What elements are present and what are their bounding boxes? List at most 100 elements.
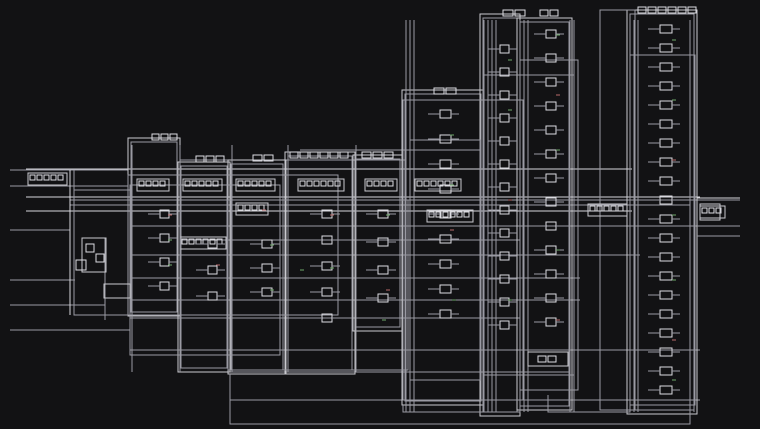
gate-cell: [660, 215, 672, 223]
cluster-cell: [307, 181, 312, 186]
feedback-wire: [130, 316, 180, 372]
header-cell: [206, 156, 214, 162]
gate-cell: [546, 54, 556, 62]
header-cell: [290, 152, 298, 158]
cluster-cell: [702, 208, 707, 213]
cluster-cell: [259, 205, 264, 210]
gate-cell: [500, 298, 509, 306]
cluster-cell: [328, 181, 333, 186]
gate-cell: [500, 229, 509, 237]
gate-cell: [160, 234, 169, 242]
cluster-cell: [424, 181, 429, 186]
cluster-cell: [300, 181, 305, 186]
cluster-cell: [417, 181, 422, 186]
gate-cell: [660, 177, 672, 185]
cluster-cell: [30, 175, 35, 180]
gate-cell: [500, 137, 509, 145]
header-cell: [310, 152, 318, 158]
header-cell: [320, 152, 328, 158]
module-inner-frame: [630, 14, 694, 410]
cluster-cell: [367, 181, 372, 186]
cluster-cell: [37, 175, 42, 180]
header-cell: [161, 134, 168, 140]
group-frame: [128, 175, 338, 315]
gate-cell: [262, 240, 272, 248]
gate-cell: [440, 260, 451, 268]
module-frame: [517, 18, 572, 410]
cluster-cell: [252, 205, 257, 210]
gate-cell: [500, 252, 509, 260]
gate-cell: [440, 110, 451, 118]
cluster-cell: [374, 181, 379, 186]
gate-cell: [500, 91, 509, 99]
group-frame: [630, 55, 695, 405]
cluster-cell: [51, 175, 56, 180]
gate-cell: [440, 310, 451, 318]
gate-cell: [378, 294, 388, 302]
header-cell: [446, 88, 456, 94]
feedback-wire: [230, 374, 690, 424]
module-inner-frame: [231, 164, 283, 370]
cluster-cell: [464, 212, 469, 217]
gate-cell: [440, 235, 451, 243]
cluster-cell: [388, 181, 393, 186]
gate-cell: [500, 183, 509, 191]
header-cell: [434, 88, 444, 94]
gate-cell: [546, 78, 556, 86]
feedback-wire: [548, 390, 630, 412]
gate-cell: [500, 206, 509, 214]
mux-cell: [96, 254, 104, 262]
gate-cell: [322, 288, 332, 296]
gate-cell: [262, 288, 272, 296]
gate-cell: [660, 272, 672, 280]
gate-cell: [660, 120, 672, 128]
gate-cell: [660, 82, 672, 90]
gate-cell: [546, 246, 556, 254]
cluster-cell: [245, 205, 250, 210]
header-cell: [550, 10, 558, 16]
cluster-cell: [604, 206, 609, 211]
gate-cell: [208, 266, 217, 274]
cluster-cell: [381, 181, 386, 186]
gate-cell: [546, 150, 556, 158]
gate-cell: [660, 139, 672, 147]
gate-cell: [660, 253, 672, 261]
gate-cell: [660, 101, 672, 109]
module-frame: [228, 160, 286, 374]
gate-cell: [660, 348, 672, 356]
gate-cell: [660, 329, 672, 337]
gate-cell: [546, 126, 556, 134]
mux-block: [104, 284, 130, 298]
cluster-cell: [314, 181, 319, 186]
cluster-cell: [58, 175, 63, 180]
gate-cell: [546, 102, 556, 110]
module-frame: [128, 138, 180, 316]
gate-cell: [262, 264, 272, 272]
module-inner-frame: [520, 22, 569, 406]
gate-cell: [546, 294, 556, 302]
header-cell: [340, 152, 348, 158]
gate-cell: [546, 30, 556, 38]
module-frame: [178, 162, 230, 372]
gate-cell: [660, 386, 672, 394]
header-cell: [540, 10, 548, 16]
gate-cell: [322, 262, 332, 270]
bottom-cell: [548, 356, 556, 362]
gate-cell: [208, 292, 217, 300]
cluster-cell: [709, 208, 714, 213]
cluster-cell: [431, 181, 436, 186]
gate-cell: [660, 367, 672, 375]
gate-cell: [500, 160, 509, 168]
gate-cell: [440, 285, 451, 293]
header-cell: [216, 156, 224, 162]
header-cell: [503, 10, 513, 16]
bottom-cell: [538, 356, 546, 362]
cluster-cell: [321, 181, 326, 186]
gate-cell: [500, 45, 509, 53]
gate-cell: [660, 158, 672, 166]
gate-cell: [440, 160, 451, 168]
gate-cell: [546, 270, 556, 278]
gate-cell: [660, 291, 672, 299]
header-cell: [300, 152, 308, 158]
